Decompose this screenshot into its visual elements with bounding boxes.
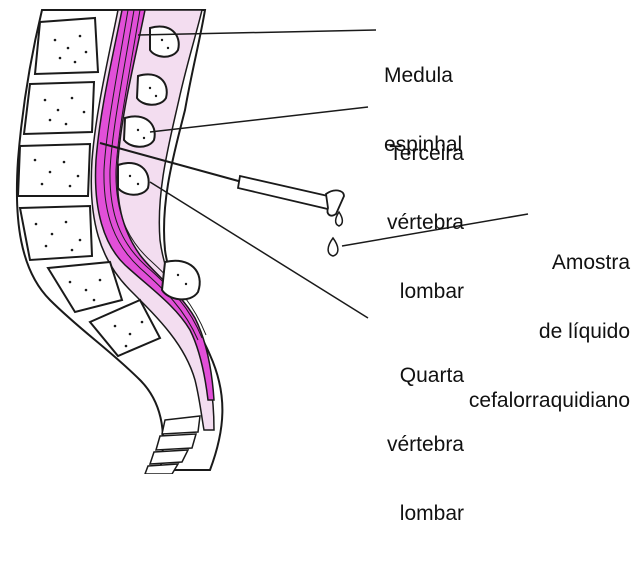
- coccyx-segment: [150, 450, 188, 464]
- vertebral-body: [35, 18, 98, 74]
- label-line: lombar: [364, 502, 464, 525]
- label-line: Quarta: [364, 364, 464, 387]
- lumbar-puncture-diagram: Medula espinhal Terceira vértebra lombar…: [0, 0, 635, 474]
- falling-drop: [328, 238, 338, 256]
- label-line: Terceira: [364, 142, 464, 165]
- coccyx-segment: [145, 464, 178, 474]
- spinous-process: [118, 163, 149, 195]
- coccyx-segment: [156, 434, 196, 450]
- spinous-process: [162, 261, 200, 300]
- needle-cap: [326, 190, 344, 215]
- label-line: vértebra: [364, 433, 464, 456]
- vertebral-body: [20, 206, 92, 260]
- needle-hub: [238, 176, 332, 210]
- label-line: Medula: [384, 64, 462, 87]
- label-fourth-vertebra: Quarta vértebra lombar: [364, 318, 464, 571]
- vertebral-body: [24, 82, 94, 134]
- spinous-process: [137, 74, 167, 104]
- label-line: Amostra: [420, 251, 630, 274]
- vertebral-body: [18, 144, 90, 196]
